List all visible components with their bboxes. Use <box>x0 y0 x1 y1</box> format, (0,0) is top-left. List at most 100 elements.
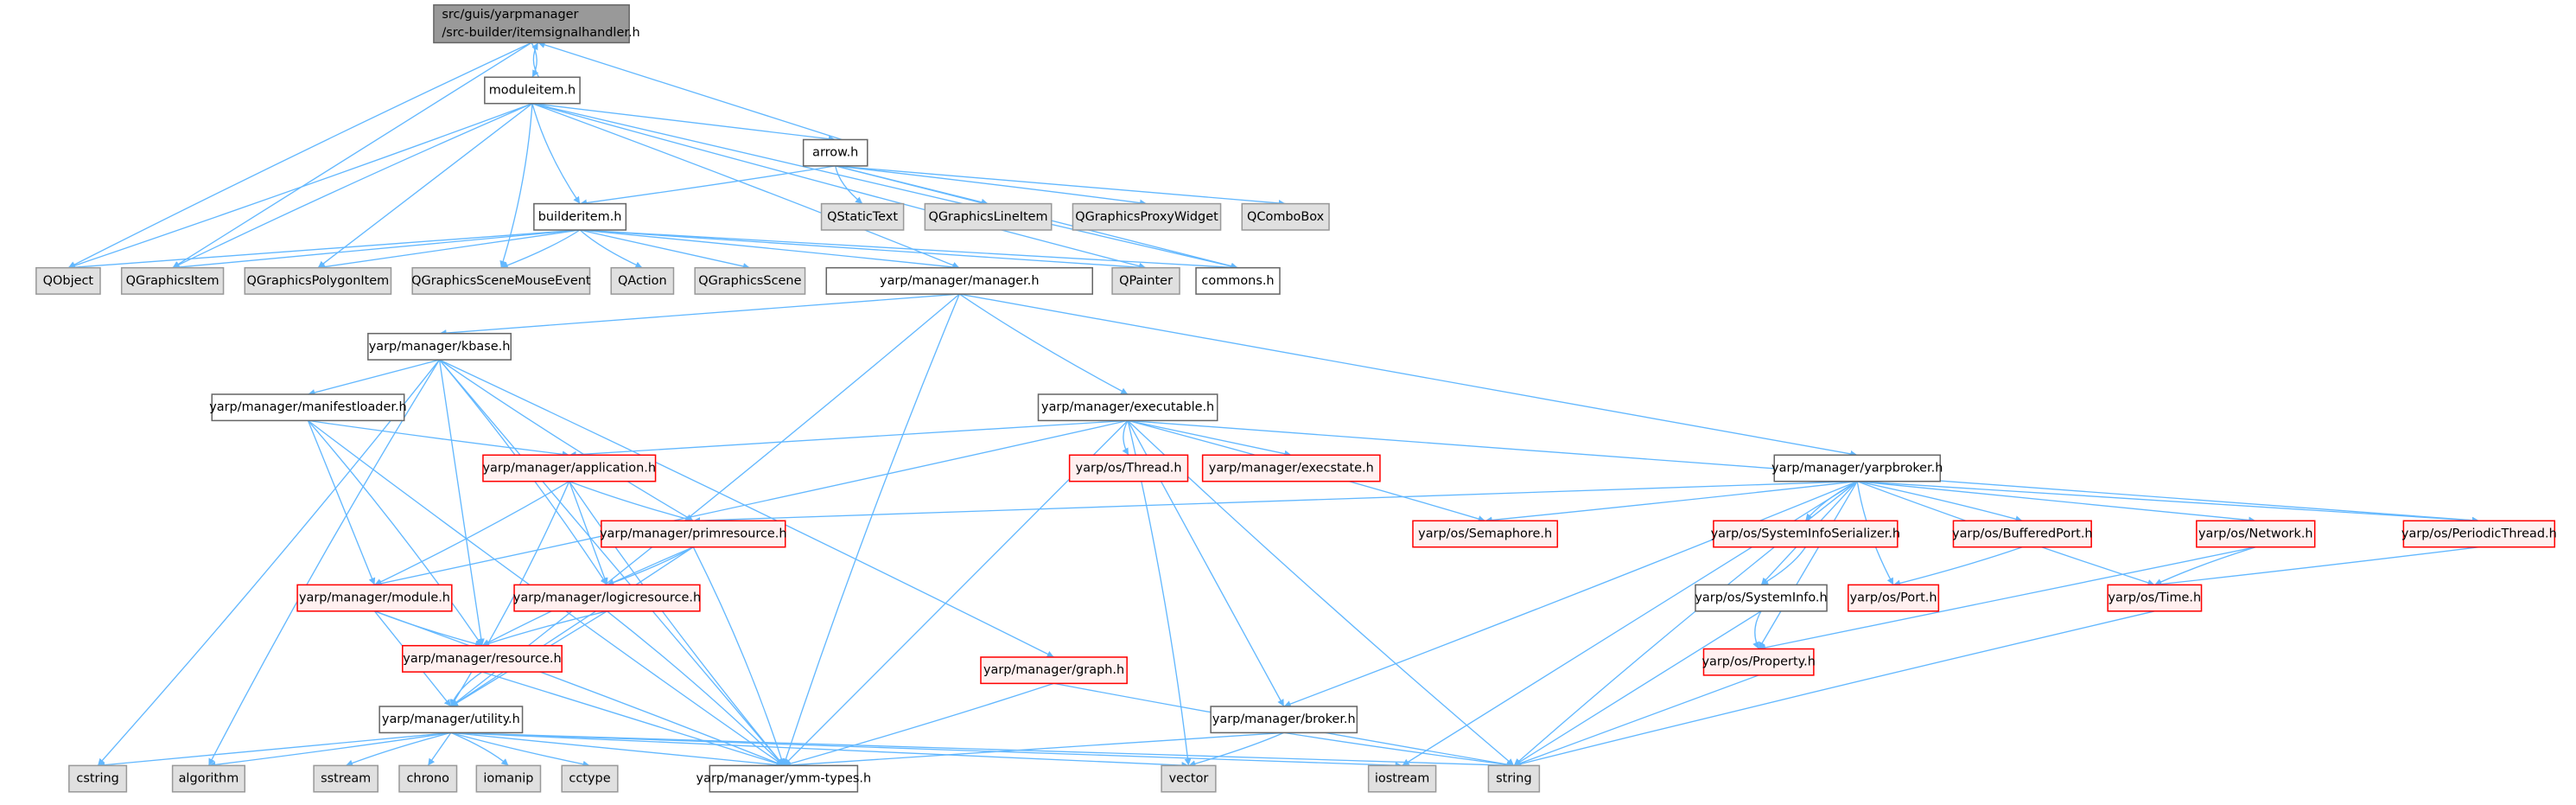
edge-SystemInfoSerializer-to-SystemInfo <box>1760 546 1806 585</box>
node-label: yarp/os/Port.h <box>1850 591 1937 605</box>
edge-utility-to-vector <box>450 732 1189 770</box>
node-QGraphicsPolygonItem: QGraphicsPolygonItem <box>244 266 392 295</box>
node-Semaphore[interactable]: yarp/os/Semaphore.h <box>1412 520 1559 548</box>
node-box <box>244 266 392 295</box>
edge-Network-to-Property <box>1759 546 2256 651</box>
edge-moduleitem-to-QGraphicsSceneMouseEvent <box>499 103 533 268</box>
node-box <box>1695 584 1828 612</box>
node-box <box>120 266 225 295</box>
edge-yarpbroker-to-PeriodicThread <box>1857 481 2479 524</box>
node-box <box>533 202 627 231</box>
node-box <box>820 202 905 231</box>
node-broker[interactable]: yarp/manager/broker.h <box>1210 706 1358 734</box>
edge-yarpbroker-to-broker <box>1283 481 1858 707</box>
node-label: vector <box>1169 772 1209 786</box>
edge-utility-to-ymm <box>450 732 784 769</box>
node-ymm[interactable]: yarp/manager/ymm-types.h <box>696 764 872 793</box>
node-label: moduleitem.h <box>489 84 576 98</box>
node-application[interactable]: yarp/manager/application.h <box>482 454 657 482</box>
node-label: yarp/os/Network.h <box>2198 527 2313 541</box>
node-box <box>601 520 786 548</box>
node-QGraphicsProxyWidget: QGraphicsProxyWidget <box>1072 202 1222 231</box>
edge-yarpbroker-to-Network <box>1857 481 2256 524</box>
node-label: yarp/os/PeriodicThread.h <box>2401 527 2557 541</box>
node-box <box>378 706 524 734</box>
node-graph[interactable]: yarp/manager/graph.h <box>980 656 1128 685</box>
node-box <box>402 644 563 673</box>
node-utility[interactable]: yarp/manager/utility.h <box>378 706 524 734</box>
node-label: arrow.h <box>812 146 858 160</box>
edge-builderitem-to-QAction <box>579 229 643 269</box>
node-box <box>398 764 458 793</box>
node-string: string <box>1487 764 1541 793</box>
node-label: yarp/manager/logicresource.h <box>513 591 701 605</box>
node-box <box>802 138 868 167</box>
node-box <box>411 266 591 295</box>
node-resource[interactable]: yarp/manager/resource.h <box>402 644 563 673</box>
node-label: yarp/manager/graph.h <box>983 663 1124 677</box>
node-box <box>1773 454 1942 482</box>
node-BufferedPort[interactable]: yarp/os/BufferedPort.h <box>1952 520 2093 548</box>
node-executable[interactable]: yarp/manager/executable.h <box>1037 393 1218 422</box>
node-label: yarp/manager/module.h <box>299 591 450 605</box>
node-QGraphicsItem: QGraphicsItem <box>120 266 225 295</box>
node-label: chrono <box>406 772 449 786</box>
edge-utility-to-string <box>450 732 1514 770</box>
node-box <box>475 764 542 793</box>
node-Network[interactable]: yarp/os/Network.h <box>2196 520 2316 548</box>
node-QPainter: QPainter <box>1111 266 1180 295</box>
node-SystemInfo[interactable]: yarp/os/SystemInfo.h <box>1695 584 1828 612</box>
node-box <box>68 764 128 793</box>
node-manager[interactable]: yarp/manager/manager.h <box>825 266 1094 295</box>
node-box <box>1068 454 1189 482</box>
edge-manager-to-kbase <box>439 293 960 337</box>
node-Port[interactable]: yarp/os/Port.h <box>1848 584 1940 612</box>
node-label: yarp/manager/yarpbroker.h <box>1771 462 1943 476</box>
node-kbase[interactable]: yarp/manager/kbase.h <box>367 332 512 361</box>
edge-Time-to-string <box>1513 610 2155 768</box>
node-PeriodicThread[interactable]: yarp/os/PeriodicThread.h <box>2401 520 2557 548</box>
node-root[interactable]: src/guis/yarpmanager/src-builder/itemsig… <box>433 3 640 44</box>
node-Time[interactable]: yarp/os/Time.h <box>2107 584 2203 612</box>
node-box <box>367 332 512 361</box>
node-module[interactable]: yarp/manager/module.h <box>296 584 453 612</box>
node-moduleitem[interactable]: moduleitem.h <box>484 76 581 105</box>
node-primresource[interactable]: yarp/manager/primresource.h <box>600 520 787 548</box>
edge-utility-to-cctype <box>450 732 590 768</box>
edge-primresource-to-utility <box>450 546 694 707</box>
node-builderitem[interactable]: builderitem.h <box>533 202 627 231</box>
node-QGraphicsScene: QGraphicsScene <box>694 266 806 295</box>
edge-utility-to-chrono <box>427 732 452 766</box>
node-label: yarp/manager/manager.h <box>880 274 1039 288</box>
edge-manager-to-executable <box>958 293 1129 395</box>
node-commons[interactable]: commons.h <box>1195 266 1281 295</box>
node-box <box>1201 454 1381 482</box>
node-box <box>924 202 1053 231</box>
edge-broker-to-vector <box>1188 732 1285 768</box>
node-box <box>1111 266 1180 295</box>
edge-BufferedPort-to-Port <box>1892 546 2023 587</box>
edge-builderitem-to-QGraphicsSceneMouseEvent <box>500 229 581 269</box>
node-label: yarp/manager/resource.h <box>403 652 561 666</box>
node-label: QComboBox <box>1247 210 1325 224</box>
node-QObject: QObject <box>35 266 101 295</box>
node-Thread[interactable]: yarp/os/Thread.h <box>1068 454 1189 482</box>
node-sstream: sstream <box>313 764 379 793</box>
edge-broker-to-string <box>1283 732 1514 769</box>
node-yarpbroker[interactable]: yarp/manager/yarpbroker.h <box>1771 454 1943 482</box>
node-execstate[interactable]: yarp/manager/execstate.h <box>1201 454 1381 482</box>
node-label: yarp/manager/ymm-types.h <box>696 772 872 786</box>
edge-executable-to-module <box>374 419 1129 587</box>
node-Property[interactable]: yarp/os/Property.h <box>1701 648 1816 676</box>
node-SystemInfoSerializer[interactable]: yarp/os/SystemInfoSerializer.h <box>1711 520 1900 548</box>
node-cctype: cctype <box>561 764 619 793</box>
node-arrow[interactable]: arrow.h <box>802 138 868 167</box>
node-manifestloader[interactable]: yarp/manager/manifestloader.h <box>209 393 407 422</box>
edge-manager-to-ymm <box>782 293 960 766</box>
node-box <box>1713 520 1899 548</box>
node-QStaticText: QStaticText <box>820 202 905 231</box>
edge-utility-to-iomanip <box>450 732 509 766</box>
node-logicresource[interactable]: yarp/manager/logicresource.h <box>513 584 701 612</box>
node-label: yarp/manager/executable.h <box>1041 400 1214 414</box>
